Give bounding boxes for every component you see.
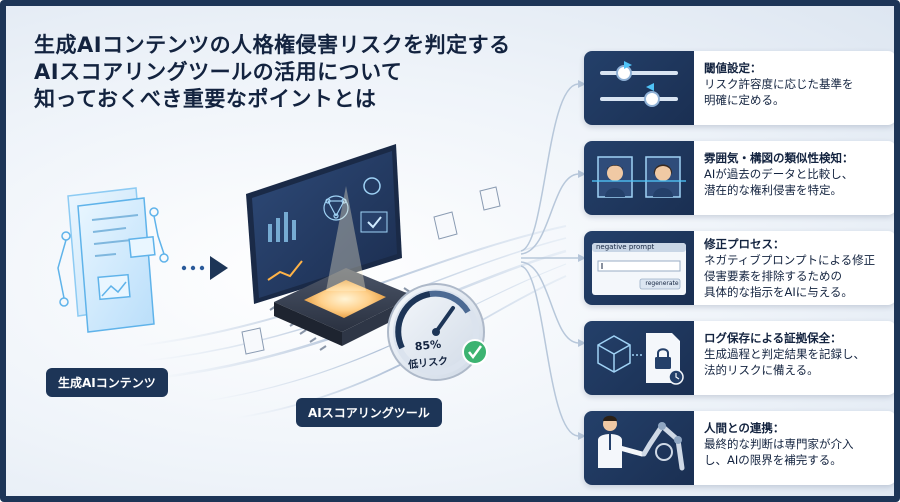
content-label: 生成AIコンテンツ <box>46 368 168 397</box>
card-description: リスク許容度に応じた基準を 明確に定める。 <box>704 77 854 107</box>
card-text: 修正プロセス： ネガティブプロンプトによる修正 侵害要素を排除するための 具体的… <box>704 236 892 300</box>
title-line-2: AIスコアリングツールの活用について <box>34 60 403 84</box>
card-description: ネガティブプロンプトによる修正 侵害要素を排除するための 具体的な指示をAIに与… <box>704 253 876 299</box>
card-text: 人間との連携： 最終的な判断は専門家が介入 し、AIの限界を補完する。 <box>704 420 892 468</box>
card-title: 修正プロセス： <box>704 237 785 251</box>
card-icon-panel <box>584 411 694 485</box>
page-title: 生成AIコンテンツの人格権侵害リスクを判定する AIスコアリングツールの活用につ… <box>34 32 554 113</box>
floating-document-icons <box>241 186 501 355</box>
card-connectors <box>520 83 579 437</box>
card-human: 人間との連携： 最終的な判断は専門家が介入 し、AIの限界を補完する。 <box>584 411 894 485</box>
card-icon-panel <box>584 141 694 215</box>
card-similarity: 雰囲気・構図の類似性検知： AIが過去のデータと比較し、 潜在的な権利侵害を特定… <box>584 141 894 215</box>
analysis-monitor <box>246 144 402 304</box>
card-icon-panel <box>584 321 694 395</box>
card-text: 雰囲気・構図の類似性検知： AIが過去のデータと比較し、 潜在的な権利侵害を特定… <box>704 150 892 198</box>
card-description: 生成過程と判定結果を記録し、 法的リスクに備える。 <box>704 347 865 377</box>
tool-label: AIスコアリングツール <box>296 398 442 427</box>
ai-content-document-icon <box>57 187 169 333</box>
title-line-1: 生成AIコンテンツの人格権侵害リスクを判定する <box>34 33 511 57</box>
connector-arrowheads <box>578 80 586 440</box>
card-title: 閾値設定： <box>704 61 762 75</box>
card-threshold: 閾値設定： リスク許容度に応じた基準を 明確に定める。 <box>584 51 894 125</box>
card-title: 雰囲気・構図の類似性検知： <box>704 151 854 165</box>
risk-gauge <box>387 283 488 381</box>
card-text: ログ保存による証拠保全： 生成過程と判定結果を記録し、 法的リスクに備える。 <box>704 330 892 378</box>
regenerate-button: regenerate <box>645 280 679 287</box>
card-log: ログ保存による証拠保全： 生成過程と判定結果を記録し、 法的リスクに備える。 <box>584 321 894 395</box>
negative-prompt-label: negative prompt <box>596 243 655 251</box>
card-text: 閾値設定： リスク許容度に応じた基準を 明確に定める。 <box>704 60 892 108</box>
card-description: 最終的な判断は専門家が介入 し、AIの限界を補完する。 <box>704 437 854 467</box>
workflow-diagram <box>57 80 586 440</box>
card-description: AIが過去のデータと比較し、 潜在的な権利侵害を特定。 <box>704 167 854 197</box>
card-icon-panel <box>584 51 694 125</box>
card-title: ログ保存による証拠保全： <box>704 331 842 345</box>
title-line-3: 知っておくべき重要なポイントとは <box>34 87 377 111</box>
flow-arrow-icon <box>181 256 228 280</box>
card-title: 人間との連携： <box>704 421 785 435</box>
